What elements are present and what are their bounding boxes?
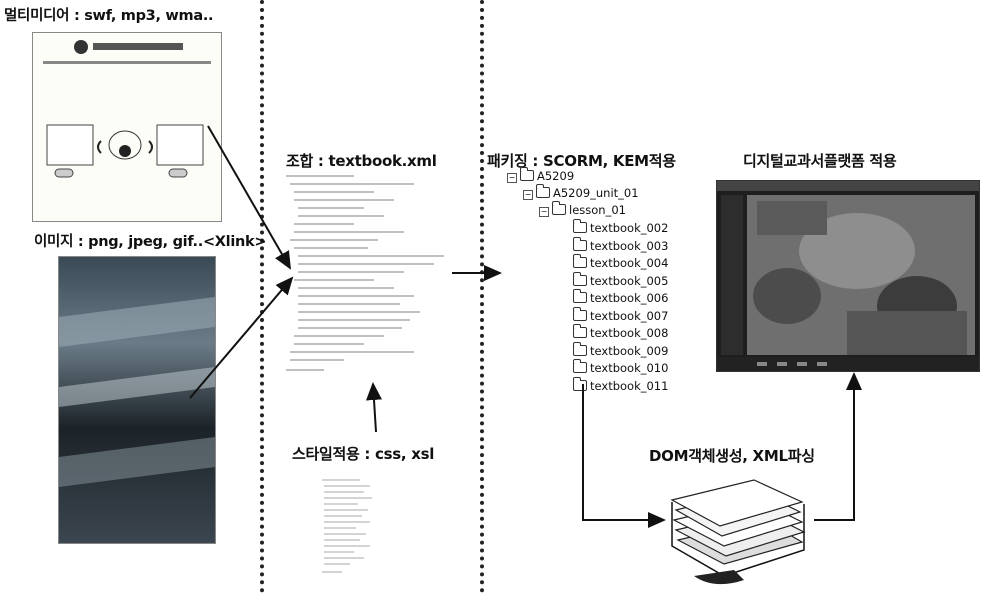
tree-item-label: textbook_008 <box>590 326 669 340</box>
tree-item[interactable]: textbook_007 <box>573 306 669 326</box>
multimedia-preview-graphic <box>43 40 211 178</box>
tree-item[interactable]: textbook_010 <box>573 359 669 378</box>
folder-icon <box>573 324 587 338</box>
package-to-dom-arrow <box>582 384 666 528</box>
folder-icon <box>520 167 534 181</box>
folder-icon <box>536 184 550 198</box>
tree-item-label: textbook_011 <box>590 378 669 393</box>
paper-stack-icon <box>664 472 814 590</box>
style-label: 스타일적용 : css, xsl <box>292 445 435 463</box>
collapse-icon[interactable]: − <box>507 173 517 183</box>
folder-icon <box>573 219 587 233</box>
tree-item-label: textbook_004 <box>590 256 669 270</box>
combine-label: 조합 : textbook.xml <box>286 152 437 170</box>
tree-root-label: A5209 <box>537 169 575 183</box>
tree-lesson[interactable]: − lesson_01 <box>539 201 626 220</box>
tree-item[interactable]: textbook_011 <box>573 376 669 396</box>
folder-icon <box>573 236 587 251</box>
package-tree: −A5209 −A5209_unit_01 −lesson_01 textboo… <box>507 167 707 393</box>
paper-stack-graphic <box>670 479 806 585</box>
folder-icon <box>573 306 587 321</box>
style-document <box>320 476 380 586</box>
folder-icon <box>552 201 566 215</box>
multimedia-to-xml-arrow <box>207 125 292 270</box>
tree-unit[interactable]: − A5209_unit_01 <box>523 184 639 203</box>
textbook-xml-document <box>284 172 452 377</box>
tree-item[interactable]: textbook_003 <box>573 236 669 256</box>
packaging-label: 패키징 : SCORM, KEM적용 <box>487 152 676 170</box>
tree-item[interactable]: textbook_004 <box>573 254 669 273</box>
collapse-icon[interactable]: − <box>523 190 533 200</box>
tree-item-label: textbook_002 <box>590 221 669 235</box>
image-thumbnail <box>58 256 216 544</box>
xml-document-lines <box>286 175 444 371</box>
platform-preview-graphic <box>717 181 979 371</box>
folder-icon <box>573 376 587 391</box>
multimedia-thumbnail <box>32 32 222 222</box>
tree-item-label: textbook_006 <box>590 291 669 305</box>
collapse-icon[interactable]: − <box>539 207 549 217</box>
divider-left <box>260 0 264 593</box>
platform-screenshot <box>716 180 980 372</box>
folder-icon <box>573 271 587 286</box>
dom-to-platform-arrow <box>814 372 862 521</box>
tree-item[interactable]: textbook_006 <box>573 289 669 308</box>
tree-root[interactable]: − A5209 <box>507 167 575 186</box>
image-label: 이미지 : png, jpeg, gif..<Xlink> <box>34 234 267 250</box>
divider-right <box>480 0 484 593</box>
tree-item[interactable]: textbook_002 <box>573 219 669 238</box>
tree-item-label: textbook_005 <box>590 273 669 288</box>
tree-item-label: textbook_007 <box>590 308 669 323</box>
style-document-lines <box>322 479 372 573</box>
platform-label: 디지털교과서플랫폼 적용 <box>743 152 897 170</box>
tree-item-label: textbook_003 <box>590 238 669 253</box>
folder-icon <box>573 341 587 356</box>
folder-icon <box>573 289 587 303</box>
tree-item[interactable]: textbook_009 <box>573 341 669 361</box>
tree-unit-label: A5209_unit_01 <box>553 186 639 200</box>
folder-icon <box>573 254 587 268</box>
tree-item-label: textbook_009 <box>590 343 669 358</box>
tree-item[interactable]: textbook_008 <box>573 324 669 343</box>
image-preview-graphic <box>59 257 215 543</box>
dom-label: DOM객체생성, XML파싱 <box>649 447 815 465</box>
tree-item[interactable]: textbook_005 <box>573 271 669 291</box>
image-to-xml-arrow <box>189 276 294 399</box>
tree-item-label: textbook_010 <box>590 361 669 375</box>
tree-lesson-label: lesson_01 <box>569 203 626 217</box>
style-to-xml-arrow <box>366 382 382 433</box>
folder-icon <box>573 359 587 373</box>
multimedia-label: 멀티미디어 : swf, mp3, wma.. <box>4 8 214 24</box>
